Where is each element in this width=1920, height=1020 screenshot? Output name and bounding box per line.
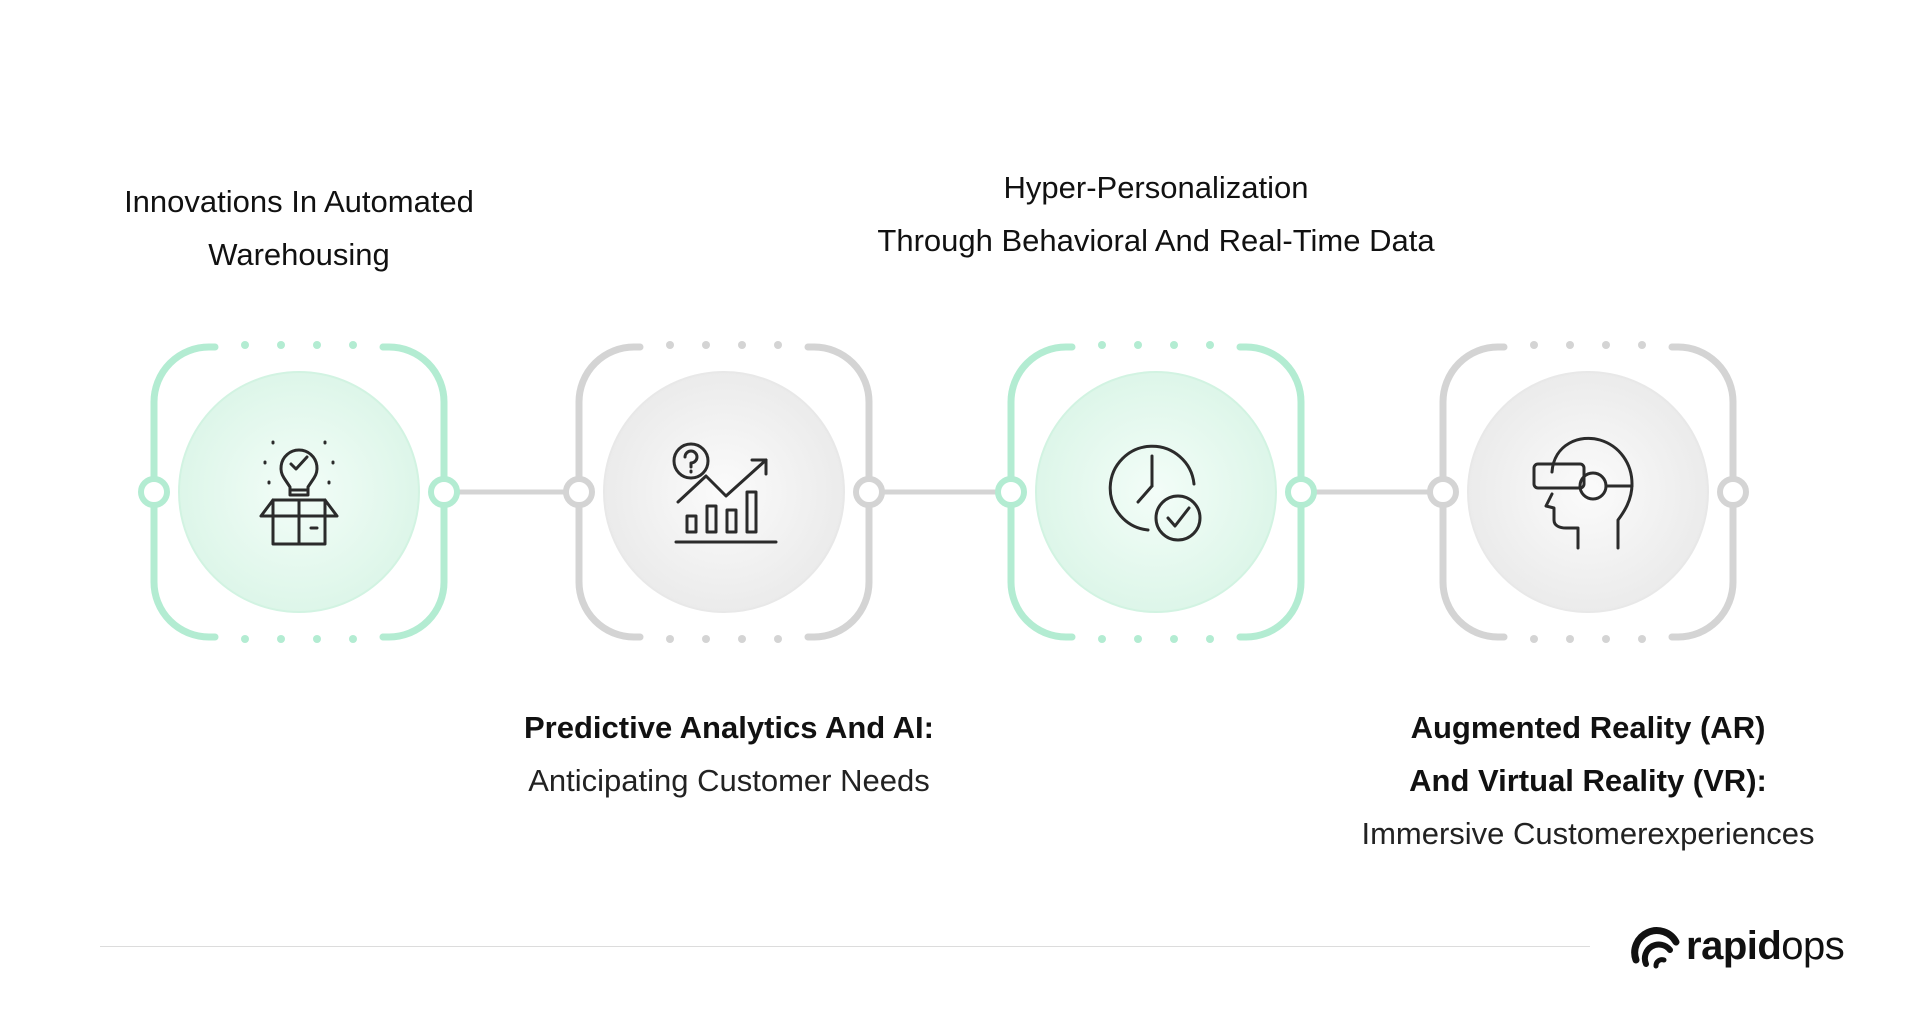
- step-3-port-right: [1285, 476, 1317, 508]
- step-2-dots: [666, 341, 782, 643]
- brand-name-light: ops: [1781, 923, 1845, 968]
- lightbulb-box-icon: [259, 440, 339, 546]
- step-1-label-line-2: Warehousing: [208, 237, 390, 272]
- step-1-frame: [150, 343, 448, 641]
- step-2-label: Predictive Analytics And AI: Anticipatin…: [479, 701, 979, 807]
- footer-divider: [100, 946, 1590, 947]
- step-1-label-line-1: Innovations In Automated: [124, 184, 474, 219]
- step-1-label: Innovations In Automated Warehousing: [99, 175, 499, 281]
- step-4-port-left: [1427, 476, 1459, 508]
- clock-check-icon: [1108, 444, 1202, 542]
- step-1-port-right: [428, 476, 460, 508]
- step-3-frame: [1007, 343, 1305, 641]
- step-2-port-left: [563, 476, 595, 508]
- brand-name: rapidops: [1686, 923, 1845, 969]
- step-2-port-right: [853, 476, 885, 508]
- step-2-label-line-2: Anticipating Customer Needs: [528, 763, 930, 798]
- vr-headset-icon: [1532, 436, 1634, 550]
- step-4-frame: [1439, 343, 1737, 641]
- step-1-dots: [241, 341, 357, 643]
- step-1-port-left: [138, 476, 170, 508]
- step-4-label-line-3: Immersive Customerexperiences: [1361, 816, 1815, 851]
- step-3-node: [995, 341, 1317, 643]
- analytics-chart-icon: [672, 442, 778, 544]
- step-4-node: [1427, 341, 1749, 643]
- brand-logo: rapidops: [1630, 916, 1845, 976]
- step-2-frame: [575, 343, 873, 641]
- step-1-circle: [178, 371, 420, 613]
- step-2-label-line-1: Predictive Analytics And AI:: [524, 710, 934, 745]
- step-3-label-line-1: Hyper-Personalization: [1003, 170, 1309, 205]
- step-3-circle: [1035, 371, 1277, 613]
- step-4-label: Augmented Reality (AR) And Virtual Reali…: [1318, 701, 1858, 860]
- step-1-node: [138, 341, 460, 643]
- step-4-label-line-1: Augmented Reality (AR): [1410, 710, 1766, 745]
- rapidops-logo-icon: [1631, 927, 1680, 969]
- step-4-circle: [1467, 371, 1709, 613]
- step-3-label: Hyper-Personalization Through Behavioral…: [836, 161, 1476, 267]
- brand-name-bold: rapid: [1686, 923, 1782, 968]
- step-4-port-right: [1717, 476, 1749, 508]
- step-3-port-left: [995, 476, 1027, 508]
- step-4-dots: [1530, 341, 1646, 643]
- step-3-dots: [1098, 341, 1214, 643]
- step-4-label-line-2: And Virtual Reality (VR):: [1409, 763, 1767, 798]
- step-2-node: [563, 341, 885, 643]
- step-3-label-line-2: Through Behavioral And Real-Time Data: [877, 223, 1435, 258]
